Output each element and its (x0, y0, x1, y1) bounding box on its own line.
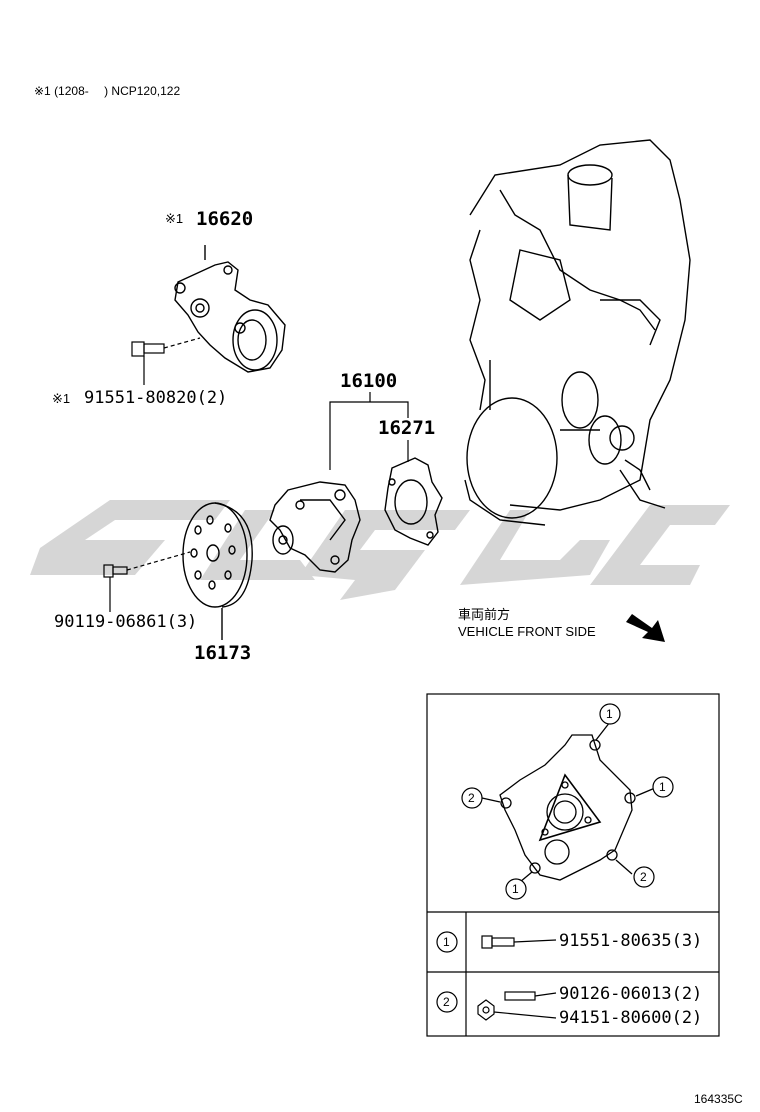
header-note: ※1 (1208- ) NCP120,122 (34, 84, 181, 98)
tensioner-drawing (174, 245, 286, 373)
direction-label-en: VEHICLE FRONT SIDE (458, 624, 596, 639)
pulley-bolt-drawing (103, 551, 191, 612)
callout-number: 2 (468, 791, 475, 805)
water-pump-part-number[interactable]: 16100 (340, 370, 398, 392)
callout-number: 1 (659, 780, 666, 794)
bracket-16100 (329, 392, 409, 470)
legend-key: 2 (443, 995, 450, 1009)
callout-number: 1 (512, 882, 519, 896)
tensioner-bolt-part-number[interactable]: 91551-80820(2) (84, 388, 228, 408)
inset-callout-circles (436, 703, 674, 1013)
legend-part-number[interactable]: 90126-06013(2) (559, 984, 703, 1004)
pulley-part-number[interactable]: 16173 (194, 642, 252, 664)
inset-frame (426, 693, 720, 1037)
callout-number: 2 (640, 870, 647, 884)
tensioner-bolt-drawing (131, 337, 201, 385)
legend-key: 1 (443, 935, 450, 949)
direction-label-jp: 車両前方 (458, 607, 511, 622)
gasket-drawing (384, 457, 443, 546)
pulley-bolt-part-number[interactable]: 90119-06861(3) (54, 612, 198, 632)
pulley-drawing (182, 502, 253, 640)
watermark-logo (30, 500, 730, 600)
legend-hardware (477, 935, 557, 1021)
engine-block (464, 139, 691, 526)
gasket-part-number[interactable]: 16271 (378, 417, 436, 439)
callout-number: 1 (606, 707, 613, 721)
inset-pump-face (481, 721, 656, 883)
legend-part-number[interactable]: 91551-80635(3) (559, 931, 703, 951)
legend-part-number[interactable]: 94151-80600(2) (559, 1008, 703, 1028)
diagram-id: 164335C (694, 1092, 743, 1106)
tensioner-part-number[interactable]: 16620 (196, 208, 254, 230)
water-pump-drawing (269, 481, 361, 573)
front-direction-arrow (626, 614, 665, 642)
tensioner-bolt-mark: ※1 (52, 391, 71, 406)
tensioner-mark: ※1 (165, 211, 184, 226)
